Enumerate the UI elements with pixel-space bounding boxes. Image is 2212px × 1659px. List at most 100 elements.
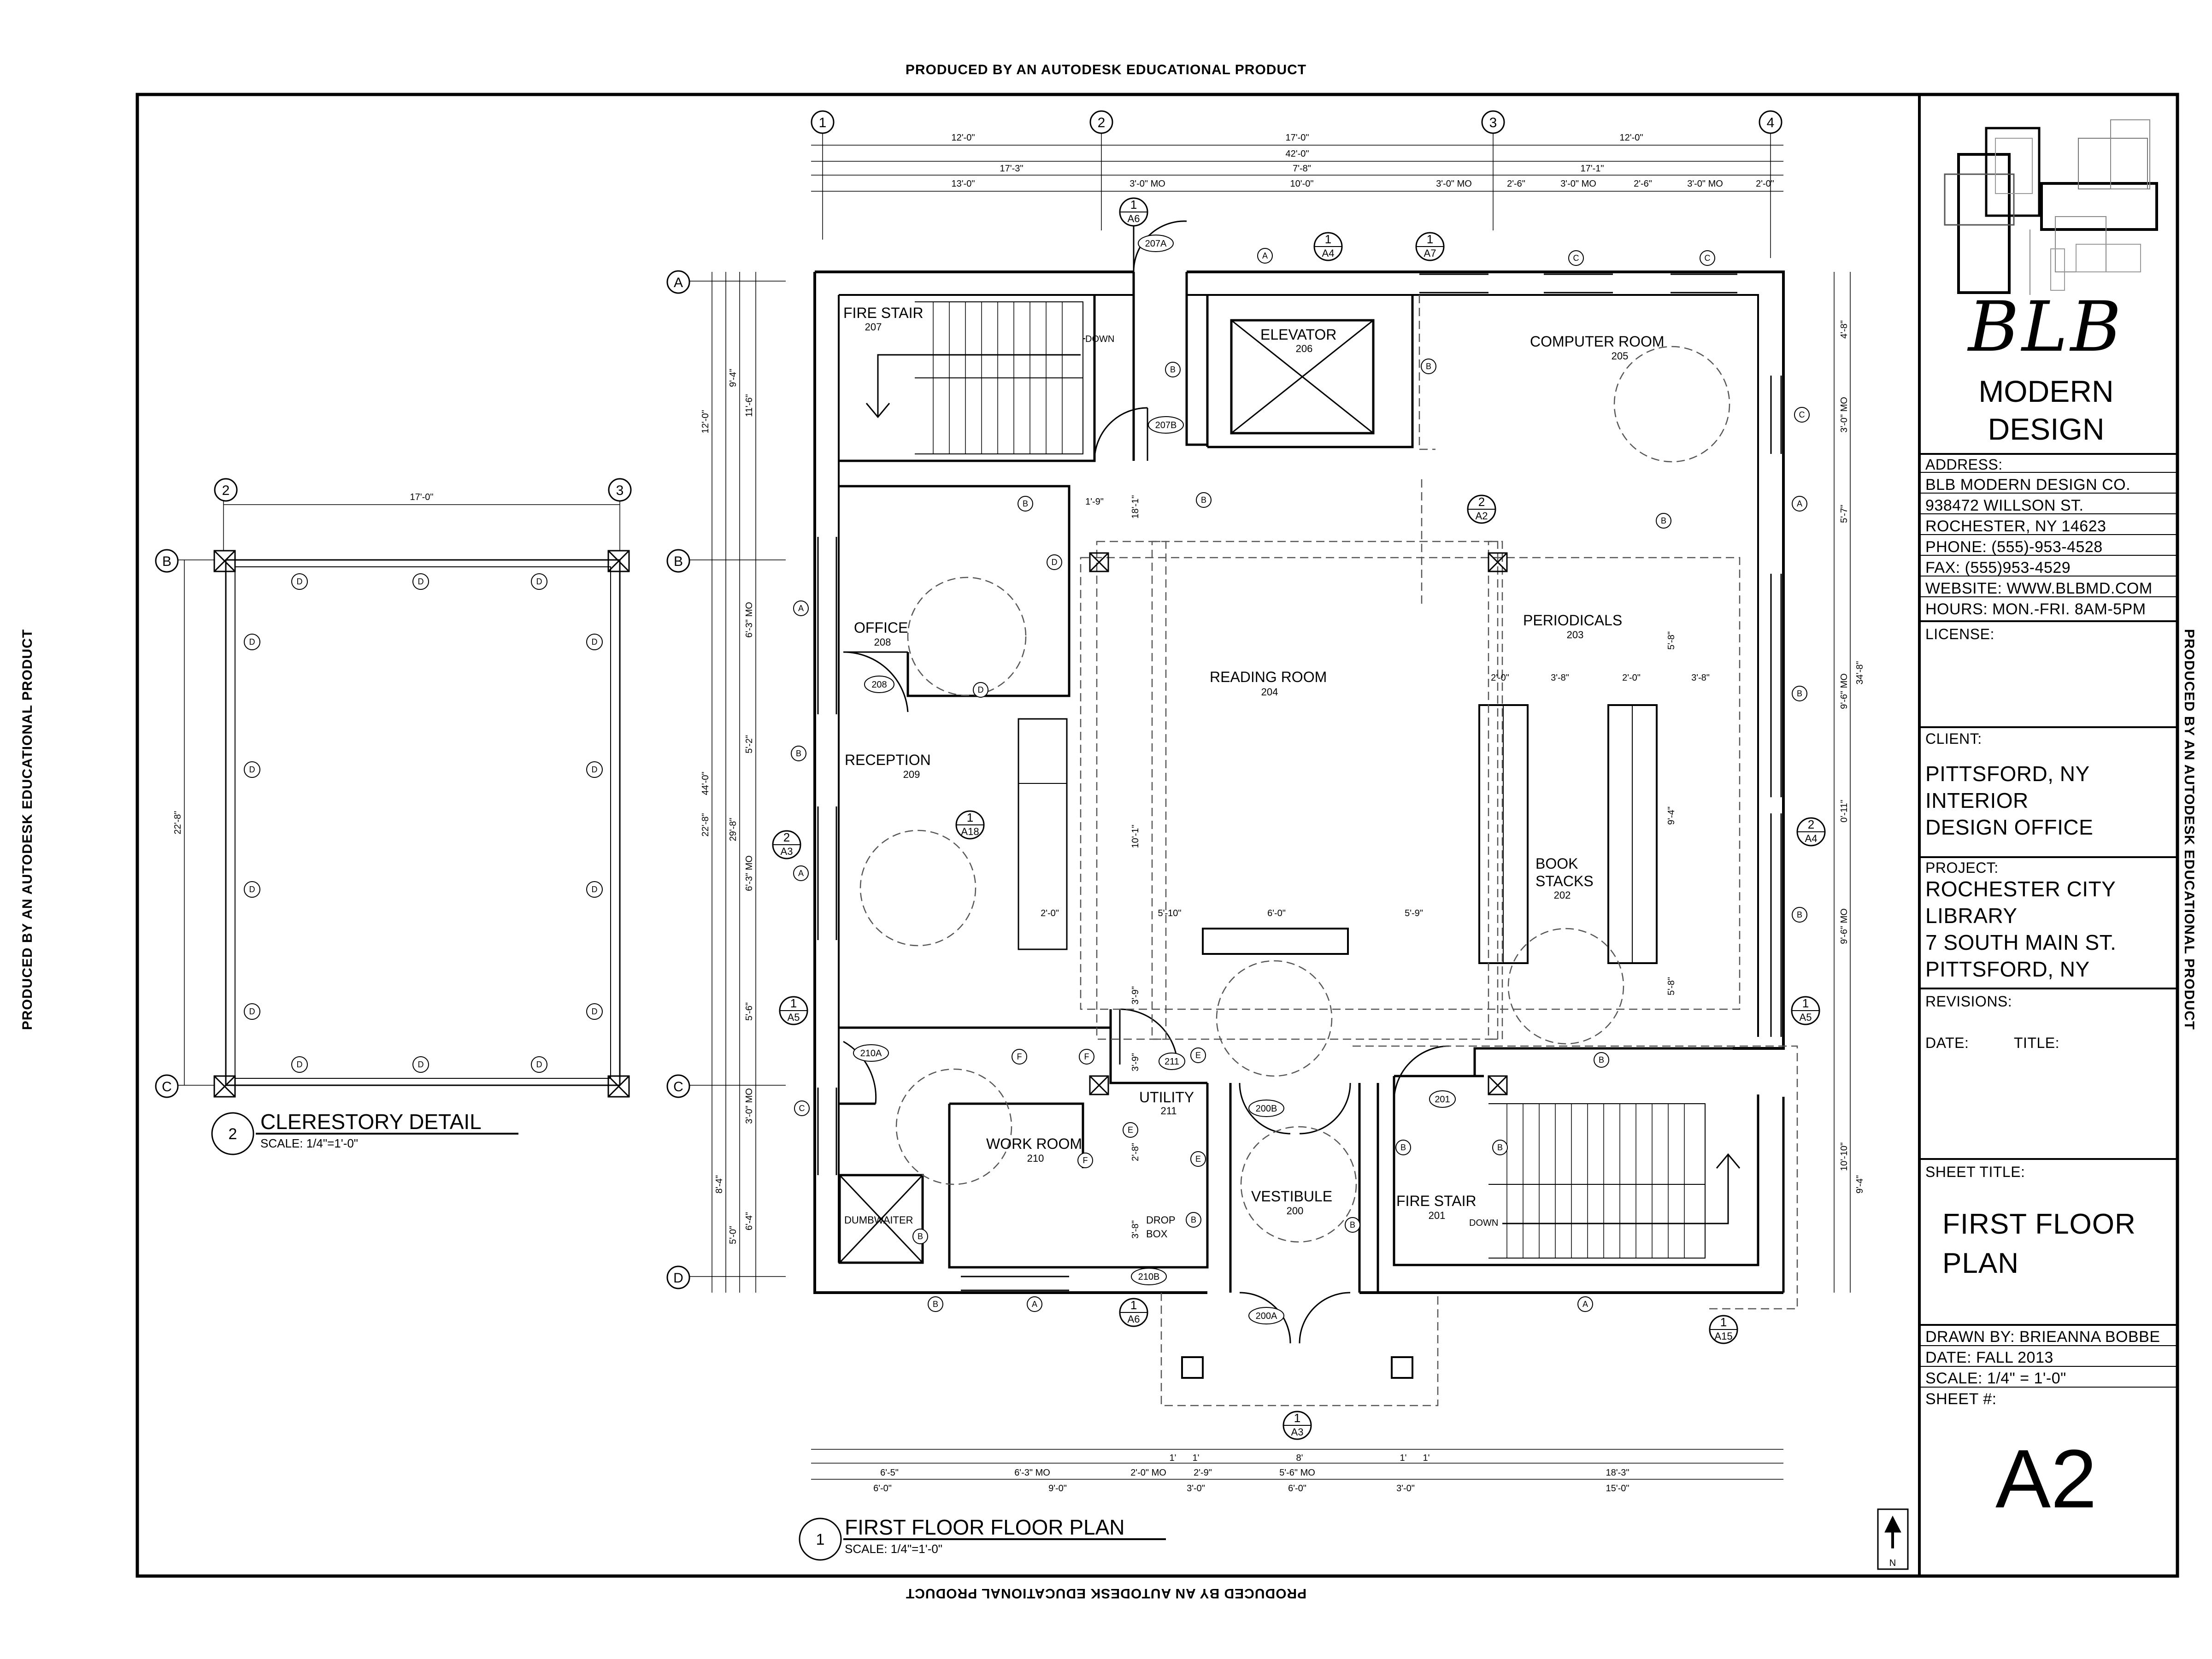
dim: 18'-1" — [1130, 495, 1141, 519]
svg-text:1: 1 — [1802, 996, 1809, 1010]
svg-text:A6: A6 — [1128, 213, 1140, 224]
section-marker: 1A4 — [1313, 232, 1343, 261]
tag-b: B — [1196, 492, 1212, 508]
svg-text:B: B — [1797, 910, 1802, 919]
stair-207-treads — [933, 302, 1063, 454]
drawn-by: DRAWN BY: BRIEANNA BOBBE — [1925, 1328, 2160, 1346]
floor-plan — [211, 110, 1909, 1570]
address-line: 938472 WILLSON ST. — [1925, 497, 2084, 514]
svg-text:B: B — [1350, 1220, 1355, 1230]
svg-text:D: D — [249, 885, 255, 894]
svg-text:F: F — [1083, 1156, 1088, 1165]
tag-b: B — [912, 1229, 928, 1244]
dim: 9'-6" MO — [1839, 908, 1849, 944]
tag-b: B — [928, 1296, 943, 1312]
svg-text:C: C — [1799, 410, 1805, 419]
dim: 4'-8" — [1839, 320, 1849, 339]
license-label: LICENSE: — [1925, 626, 1994, 642]
svg-text:A: A — [1262, 251, 1268, 260]
dim: 2'-6" — [1507, 179, 1525, 189]
door-tags: 207A 207B 208 210A 211 200B 201 210B 200… — [853, 235, 1456, 1324]
tag-b: B — [1492, 1140, 1508, 1155]
dim: 8' — [1296, 1453, 1303, 1463]
svg-text:B: B — [1426, 362, 1431, 371]
svg-text:C: C — [1705, 253, 1711, 263]
dim: 6'-4" — [744, 1212, 754, 1230]
door-tag: 207B — [1155, 420, 1177, 430]
grid-row-d: D — [673, 1271, 683, 1286]
dim: 6'-0" — [1288, 1483, 1306, 1494]
room-fire-stair-201: FIRE STAIR — [1396, 1193, 1477, 1209]
section-marker: 1A5 — [779, 996, 808, 1025]
tag-b: B — [1594, 1052, 1609, 1068]
tag-d: D — [1047, 554, 1062, 570]
logo-subtitle: MODERN DESIGN — [1926, 372, 2166, 448]
door-tag: 210A — [860, 1048, 882, 1059]
dim: 1' — [1170, 1453, 1177, 1463]
dim: 13'-0" — [952, 179, 975, 189]
dim: 3'-9" — [1130, 1053, 1141, 1071]
tag-f: F — [1079, 1049, 1094, 1065]
sheet-title-line: FIRST FLOOR — [1942, 1208, 2136, 1240]
door-tag: 211 — [1165, 1057, 1179, 1067]
door-tag: 210B — [1138, 1272, 1160, 1282]
dim: 3'-0" — [1187, 1483, 1205, 1494]
dim: 3'-0" MO — [744, 1088, 754, 1124]
address-line: BLB MODERN DESIGN CO. — [1925, 476, 2131, 494]
grid-row-c: C — [673, 1079, 683, 1094]
room-fire-stair-207: FIRE STAIR — [843, 305, 924, 321]
room-number: 200 — [1287, 1205, 1304, 1217]
project-line: PITTSFORD, NY — [1925, 957, 2090, 981]
svg-text:C: C — [1573, 253, 1579, 263]
svg-text:B: B — [1599, 1055, 1604, 1065]
svg-text:2: 2 — [783, 830, 790, 844]
room-reception: RECEPTION — [845, 752, 931, 768]
svg-text:A7: A7 — [1424, 247, 1436, 259]
room-number: 205 — [1612, 350, 1629, 362]
dim: 9'-4" — [1666, 806, 1677, 825]
detail-scale: SCALE: 1/4"=1'-0" — [260, 1136, 358, 1150]
dim: 9'-6" MO — [1839, 673, 1849, 709]
dim: 5'-2" — [744, 735, 754, 753]
tag-b: B — [1018, 496, 1033, 512]
room-number: 207 — [865, 321, 882, 333]
dim: 5'-10" — [1158, 908, 1182, 918]
svg-text:B: B — [1661, 516, 1666, 525]
svg-text:A5: A5 — [1800, 1012, 1812, 1023]
client-line: PITTSFORD, NY — [1925, 762, 2090, 786]
scale: SCALE: 1/4" = 1'-0" — [1925, 1370, 2066, 1387]
project-line: 7 SOUTH MAIN ST. — [1925, 930, 2117, 954]
svg-text:D: D — [592, 1007, 598, 1016]
svg-text:D: D — [418, 1060, 424, 1069]
address-label: ADDRESS: — [1925, 456, 2003, 473]
svg-text:F: F — [1017, 1052, 1022, 1061]
door-tag: 207A — [1145, 239, 1167, 249]
dim: 1'-9" — [1085, 497, 1104, 507]
title-block-subrows — [1919, 472, 2177, 1388]
svg-text:A4: A4 — [1805, 833, 1818, 844]
room-dumbwaiter: DUMBWAITER — [844, 1214, 913, 1226]
svg-text:B: B — [918, 1232, 923, 1241]
svg-text:2: 2 — [1478, 495, 1485, 509]
dim: 10'-10" — [1839, 1142, 1849, 1171]
dim: 7'-8" — [1293, 164, 1311, 174]
detail-width-dim: 17'-0" — [410, 492, 434, 502]
room-number: 203 — [1567, 629, 1584, 641]
svg-text:1: 1 — [1130, 198, 1137, 212]
room-number: 208 — [874, 636, 891, 648]
revisions-title-label: TITLE: — [2014, 1035, 2060, 1051]
svg-text:A6: A6 — [1128, 1313, 1140, 1325]
dim: 8'-4" — [714, 1175, 724, 1194]
dim: 2'-0" — [1491, 673, 1509, 683]
dim: 1' — [1193, 1453, 1200, 1463]
svg-text:A18: A18 — [961, 826, 979, 837]
svg-text:A3: A3 — [1291, 1426, 1304, 1438]
tag-e: E — [1190, 1151, 1206, 1167]
svg-text:D: D — [592, 765, 598, 774]
dim: 3'-0" MO — [1560, 179, 1596, 189]
tag-b: B — [1345, 1217, 1360, 1233]
tag-d: D — [973, 682, 988, 698]
dim: 6'-0" — [1267, 908, 1286, 918]
phone: PHONE: (555)-953-4528 — [1925, 538, 2103, 556]
